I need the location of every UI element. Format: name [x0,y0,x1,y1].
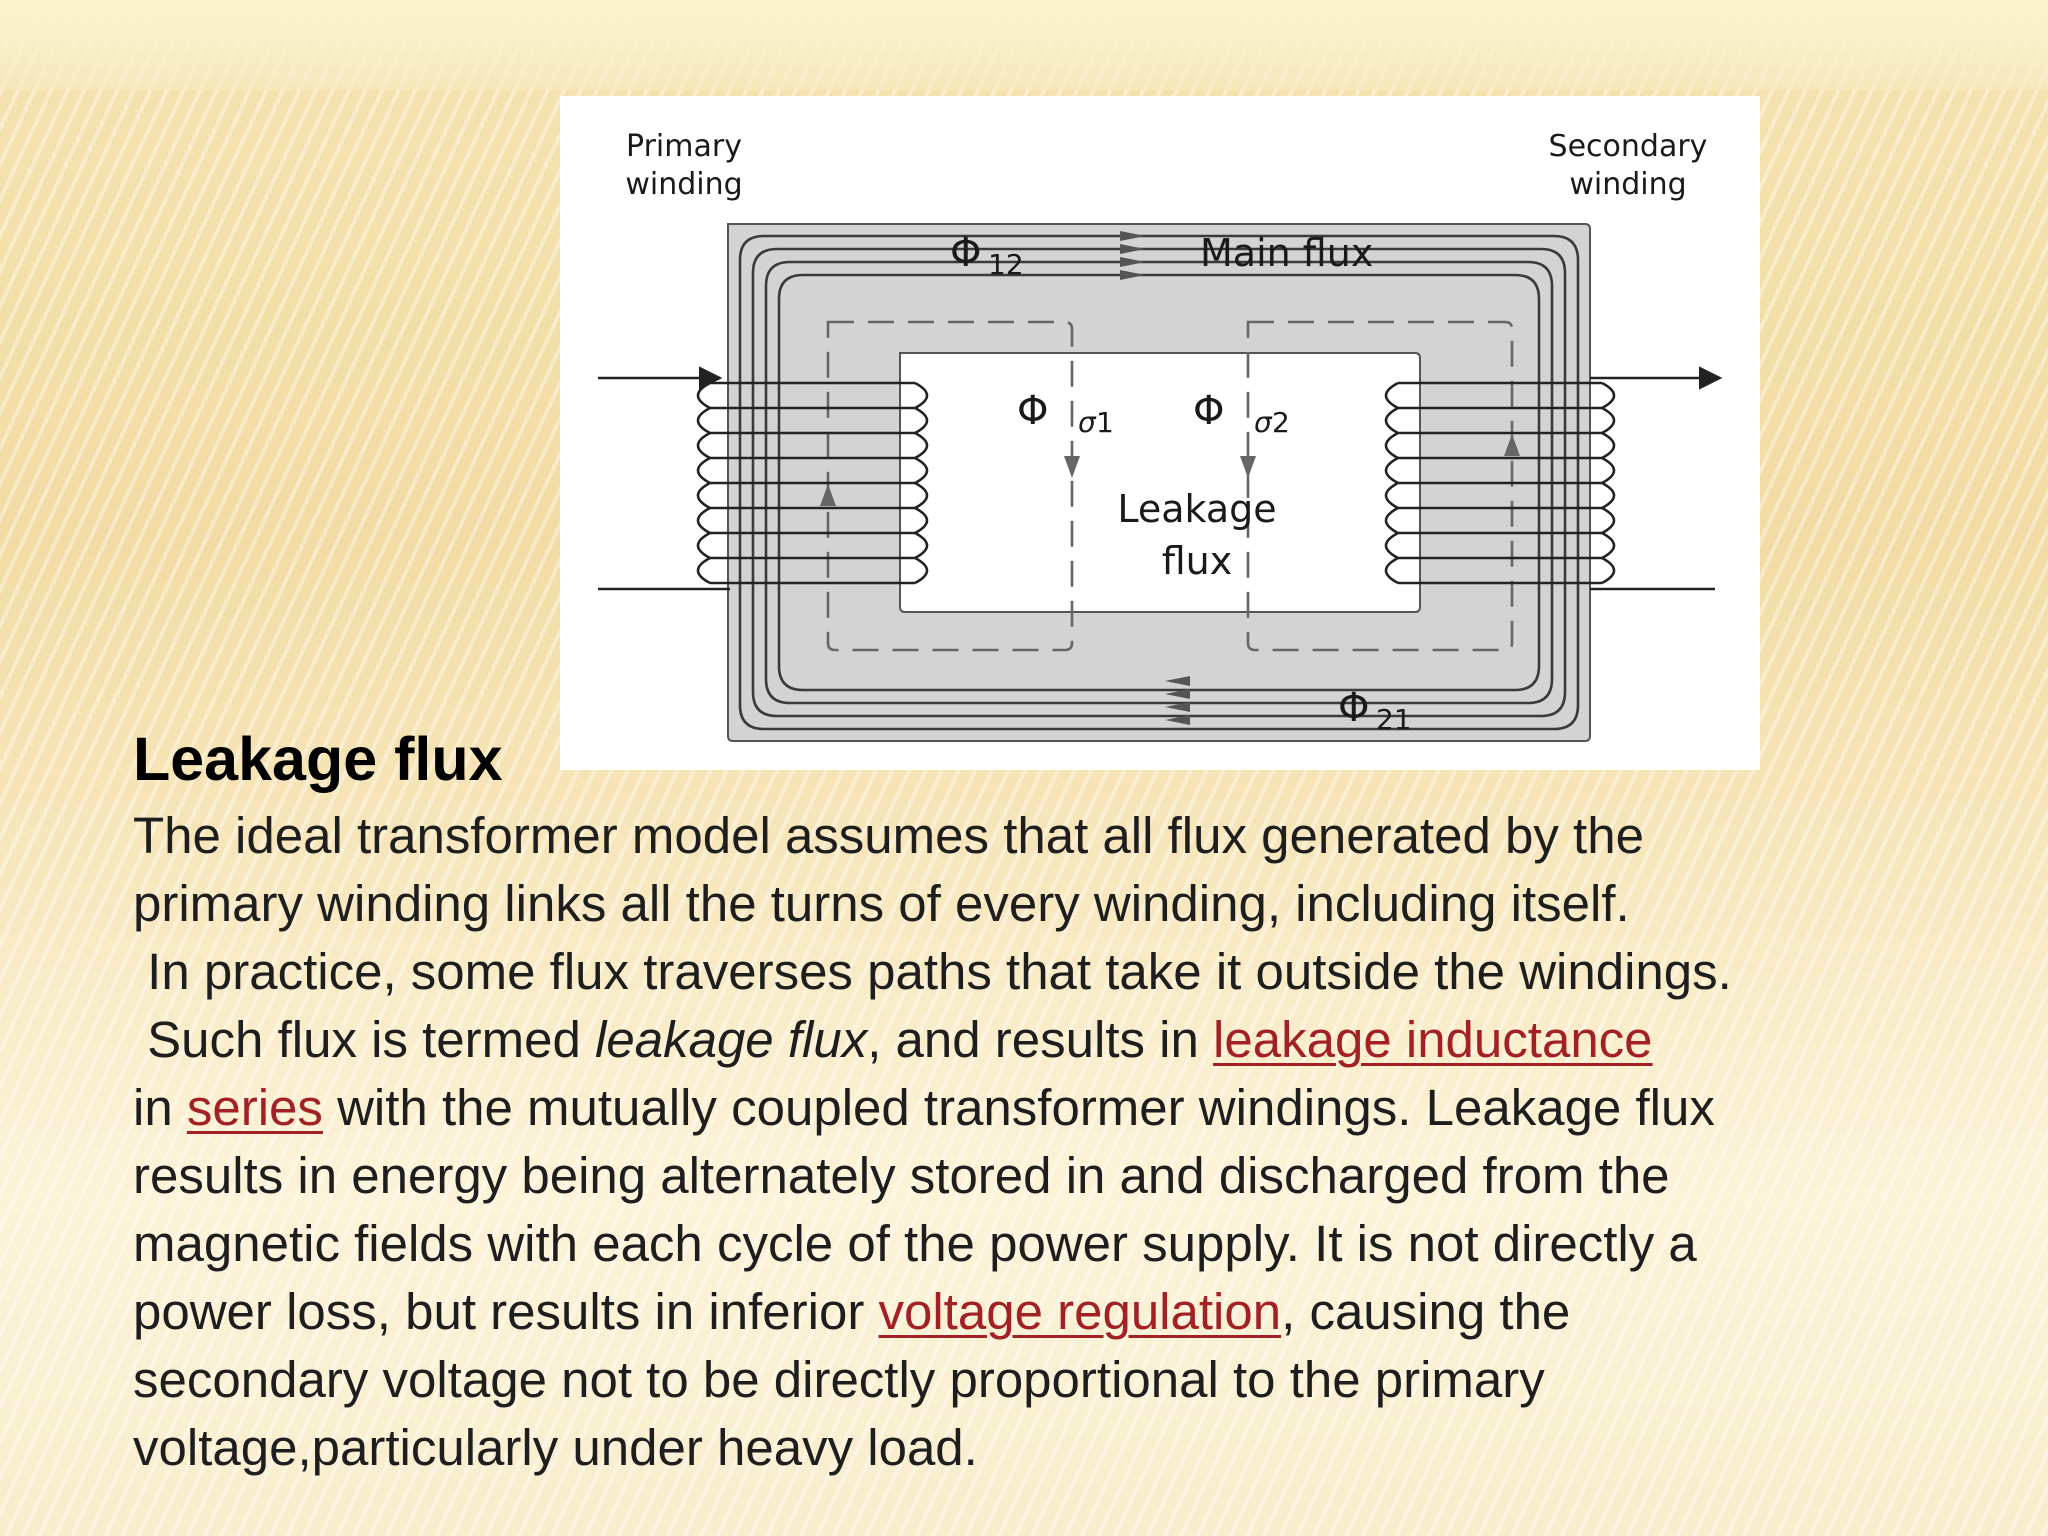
main-flux-loop [777,273,1541,692]
leakage-loop-secondary [1246,320,1514,652]
coil-loop-right [914,431,929,460]
body-line-4: Such flux is termed leakage flux, and re… [133,1006,2013,1074]
leakage-flux-arrows [820,434,1520,506]
coil-loop-left [1384,506,1399,535]
coil-loop-right [914,506,929,535]
body-line-4-mid: , and results in [867,1011,1214,1068]
transformer-diagram: Primary winding Secondary winding Main f… [560,96,1760,770]
coil-loop-right [914,481,929,510]
coil-loop-right [1601,406,1616,435]
body-line-8: power loss, but results in inferior volt… [133,1278,2013,1346]
body-line-3: In practice, some flux traverses paths t… [133,943,1732,1000]
phi-sigma1-sigma: σ [1078,406,1097,439]
transformer-diagram-svg: Primary winding Secondary winding Main f… [598,129,1723,742]
body-line-8-post: , causing the [1281,1283,1571,1340]
coil-loop-left [696,531,711,560]
coil-loop-right [1601,481,1616,510]
primary-winding-label-line2: winding [625,167,742,202]
leakage-inductance-link[interactable]: leakage inductance [1213,1011,1653,1068]
series-link[interactable]: series [186,1079,323,1136]
phi-21-symbol: Φ [1338,685,1369,731]
secondary-winding-coil [1384,381,1616,585]
main-flux-label: Main flux [1200,231,1373,275]
coil-loop-left [696,381,711,410]
coil-loop-right [914,556,929,585]
body-line-4-pre: Such flux is termed [133,1011,596,1068]
body-line-2: primary winding links all the turns of e… [133,875,1630,932]
coil-loop-left [696,481,711,510]
phi-sigma2-symbol: Φ [1193,388,1224,434]
voltage-regulation-link[interactable]: voltage regulation [878,1283,1282,1340]
coil-loop-left [1384,556,1399,585]
leakage-flux-label-line2: flux [1162,539,1233,583]
coil-loop-left [1384,456,1399,485]
coil-loop-left [1384,406,1399,435]
phi-sigma1-symbol: Φ [1017,388,1048,434]
body-line-5: in series with the mutually coupled tran… [133,1074,2013,1142]
leakage-loop-primary [826,320,1074,652]
body-line-8-pre: power loss, but results in inferior [133,1283,879,1340]
coil-loop-left [696,456,711,485]
main-flux-loop [751,247,1567,718]
body-line-1: The ideal transformer model assumes that… [133,807,1644,864]
body-line-5-pre: in [133,1079,187,1136]
main-flux-loop [738,234,1580,731]
top-band [0,0,2048,90]
coil-loop-left [696,506,711,535]
coil-loop-right [914,381,929,410]
slide-body: The ideal transformer model assumes that… [133,802,2013,1482]
body-line-10: voltage,particularly under heavy load. [133,1419,978,1476]
coil-loop-right [914,531,929,560]
secondary-winding-label-line2: winding [1569,167,1686,202]
coil-loop-right [1601,456,1616,485]
secondary-winding-label-line1: Secondary [1549,129,1708,164]
main-flux-loop [764,260,1554,705]
slide-title: Leakage flux [133,725,503,793]
main-flux-arrows [1120,231,1190,725]
phi-12-symbol: Φ [950,230,981,276]
coil-loop-right [914,406,929,435]
body-line-9: secondary voltage not to be directly pro… [133,1351,1545,1408]
leakage-flux-label-line1: Leakage [1117,487,1276,531]
coil-loop-right [1601,556,1616,585]
coil-loop-left [1384,531,1399,560]
phi-sigma1-number: 1 [1096,406,1114,439]
coil-loop-right [1601,381,1616,410]
coil-loop-left [696,406,711,435]
coil-loop-right [1601,431,1616,460]
phi-sigma2-sigma: σ [1254,406,1273,439]
leakage-flux-term: leakage flux [595,1011,868,1068]
winding-leads [598,366,1723,591]
main-flux-lines [738,234,1580,731]
coil-loop-right [1601,531,1616,560]
primary-winding-label-line1: Primary [626,129,742,164]
coil-loop-left [696,556,711,585]
leakage-flux-lines [826,320,1514,652]
coil-loop-right [914,456,929,485]
phi-21-subscript: 21 [1376,703,1412,736]
coil-loop-left [1384,481,1399,510]
coil-loop-left [696,431,711,460]
phi-12-subscript: 12 [988,248,1024,281]
coil-loop-left [1384,431,1399,460]
coil-loop-right [1601,506,1616,535]
phi-sigma2-number: 2 [1272,406,1290,439]
coil-loop-left [1384,381,1399,410]
body-line-6: results in energy being alternately stor… [133,1147,1670,1204]
body-line-7: magnetic fields with each cycle of the p… [133,1215,1697,1272]
body-line-5-post: with the mutually coupled transformer wi… [322,1079,1715,1136]
